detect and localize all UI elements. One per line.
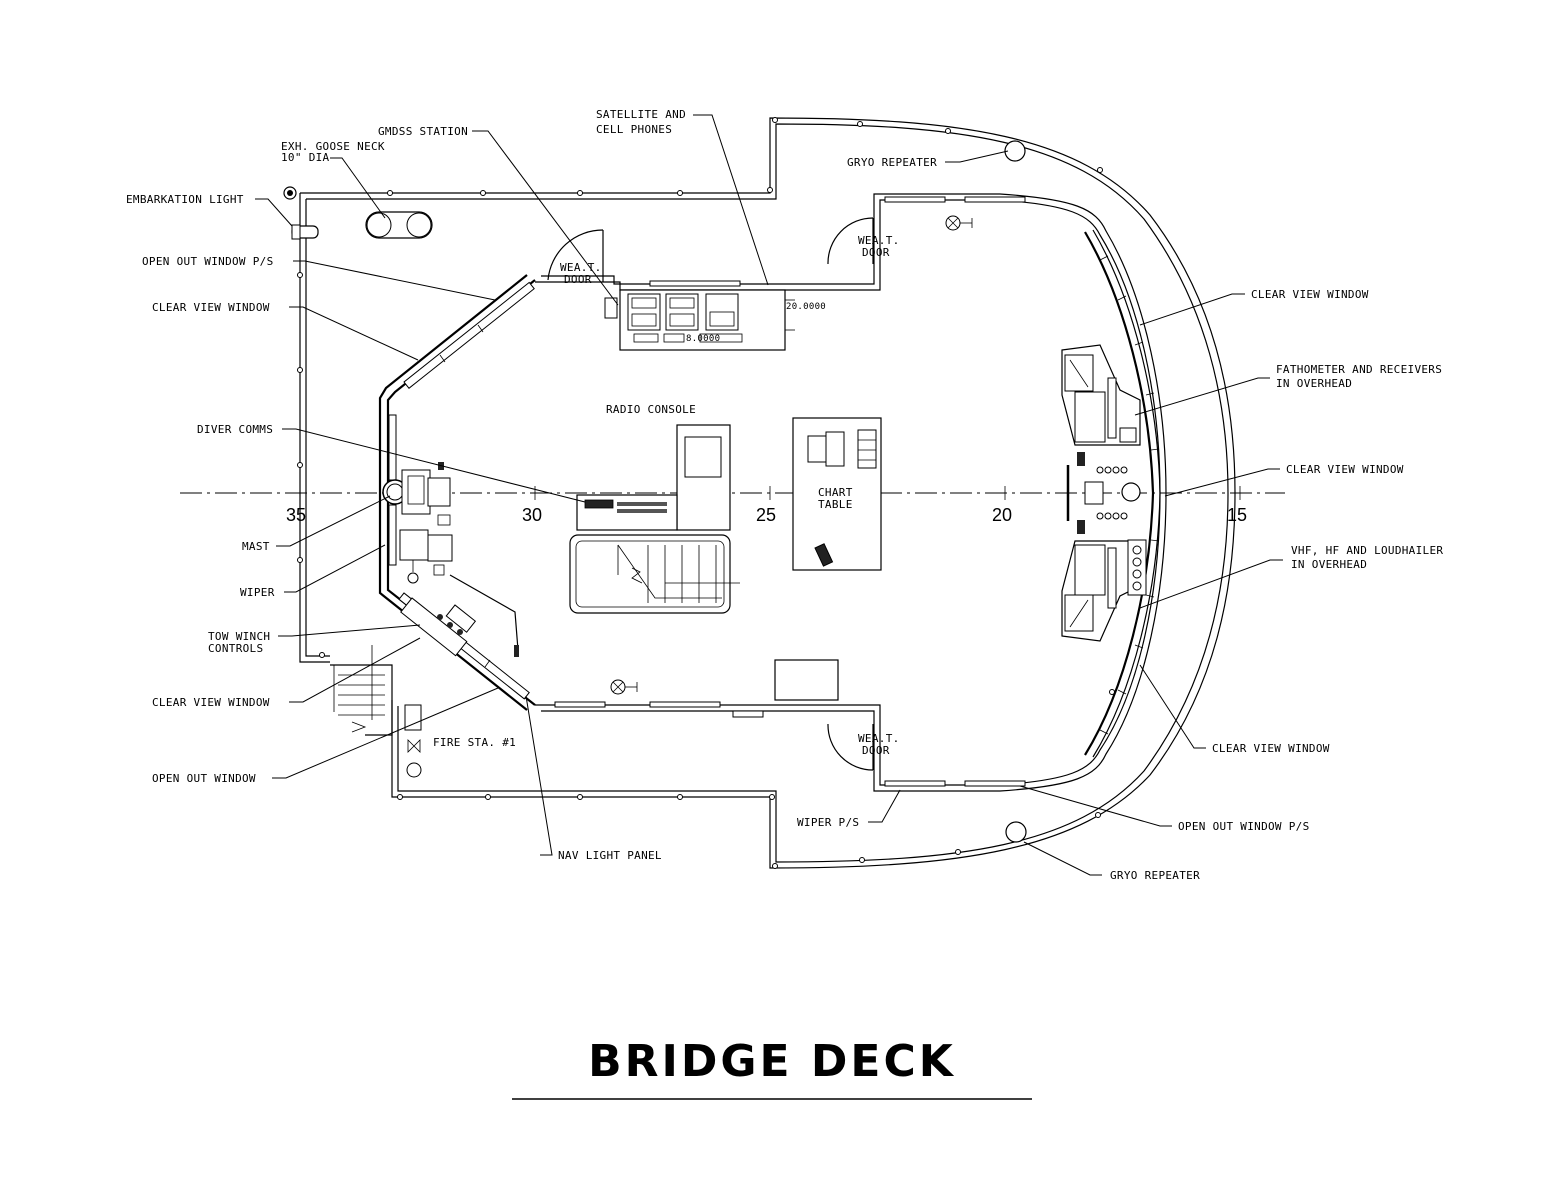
door-port-fwd (827, 217, 874, 265)
label-satellite-1: SATELLITE AND (596, 108, 686, 121)
frame-30: 30 (522, 505, 542, 525)
label-fathometer-1: FATHOMETER AND RECEIVERS (1276, 363, 1442, 376)
label-tow-winch-1: TOW WINCH (208, 630, 270, 643)
label-fathometer-2: IN OVERHEAD (1276, 377, 1352, 390)
label-open-out-window-left: OPEN OUT WINDOW (152, 772, 256, 785)
chart-table-label-2: TABLE (818, 498, 853, 511)
label-vhf-2: IN OVERHEAD (1291, 558, 1367, 571)
nav-light-panel (449, 574, 519, 657)
weat-door-label-2b: DOOR (862, 246, 890, 259)
label-mast: MAST (242, 540, 270, 553)
label-exh-goose-neck-1: EXH. GOOSE NECK (281, 140, 385, 153)
label-diver-comms: DIVER COMMS (197, 423, 273, 436)
clear-view-window-forward-curved (1084, 229, 1161, 758)
label-clear-view-window-right-mid: CLEAR VIEW WINDOW (1286, 463, 1404, 476)
stbd-cabinet (732, 659, 839, 718)
tow-winch-controls (400, 597, 477, 657)
helm-station (1061, 344, 1147, 642)
dim-20: 20.0000 (786, 302, 826, 312)
gmdss-console (604, 289, 795, 351)
label-exh-goose-neck-2: 10" DIA (281, 151, 330, 164)
frame-35: 35 (286, 505, 306, 525)
label-vhf-1: VHF, HF AND LOUDHAILER (1291, 544, 1443, 557)
weat-door-label-2a: WEA.T. (858, 234, 900, 247)
stairwell (569, 534, 740, 614)
chart-table-label-1: CHART (818, 486, 853, 499)
label-clear-view-window-right-bottom: CLEAR VIEW WINDOW (1212, 742, 1330, 755)
gyro-repeater-bottom (1005, 821, 1027, 843)
rail-posts (297, 117, 1115, 869)
fire-station (404, 704, 422, 778)
label-radio-console: RADIO CONSOLE (606, 403, 696, 416)
dim-8: 8.0000 (686, 334, 720, 344)
label-fire-sta: FIRE STA. #1 (433, 736, 516, 749)
label-gryo-repeater-bottom: GRYO REPEATER (1110, 869, 1200, 882)
weat-door-label-3a: WEA.T. (858, 732, 900, 745)
radio-console (576, 424, 731, 531)
door-stbd-fwd (827, 723, 874, 771)
leader-lines (255, 114, 1283, 876)
aft-ladder (330, 645, 393, 736)
weat-door-label-1b: DOOR (564, 273, 592, 286)
drawing-title: BRIDGE DECK (588, 1036, 956, 1087)
label-wiper-ps: WIPER P/S (797, 816, 859, 829)
valve-symbol-bottom (610, 679, 638, 695)
valve-symbol-top (945, 215, 973, 231)
exhaust-goose-neck (365, 211, 433, 239)
aft-control-panels (399, 462, 453, 584)
label-clear-view-window-right-top: CLEAR VIEW WINDOW (1251, 288, 1369, 301)
label-wiper: WIPER (240, 586, 275, 599)
label-satellite-2: CELL PHONES (596, 123, 672, 136)
label-embarkation-light: EMBARKATION LIGHT (126, 193, 244, 206)
weat-door-label-3b: DOOR (862, 744, 890, 757)
label-gmdss-station: GMDSS STATION (378, 125, 468, 138)
side-windows (554, 196, 1026, 787)
label-open-out-window-ps-right: OPEN OUT WINDOW P/S (1178, 820, 1310, 833)
label-nav-light-panel: NAV LIGHT PANEL (558, 849, 662, 862)
door-port-aft (547, 229, 604, 282)
chart-table (792, 417, 882, 571)
label-open-out-window-ps-left: OPEN OUT WINDOW P/S (142, 255, 274, 268)
gyro-repeater-top (1004, 140, 1026, 162)
weat-door-label-1a: WEA.T. (560, 261, 602, 274)
frame-15: 15 (1227, 505, 1247, 525)
label-tow-winch-2: CONTROLS (208, 642, 263, 655)
mast (382, 479, 408, 505)
frame-20: 20 (992, 505, 1012, 525)
embarkation-light (283, 186, 319, 240)
label-gryo-repeater-top: GRYO REPEATER (847, 156, 937, 169)
label-clear-view-window-left-top: CLEAR VIEW WINDOW (152, 301, 270, 314)
label-clear-view-window-left-bottom: CLEAR VIEW WINDOW (152, 696, 270, 709)
frame-25: 25 (756, 505, 776, 525)
